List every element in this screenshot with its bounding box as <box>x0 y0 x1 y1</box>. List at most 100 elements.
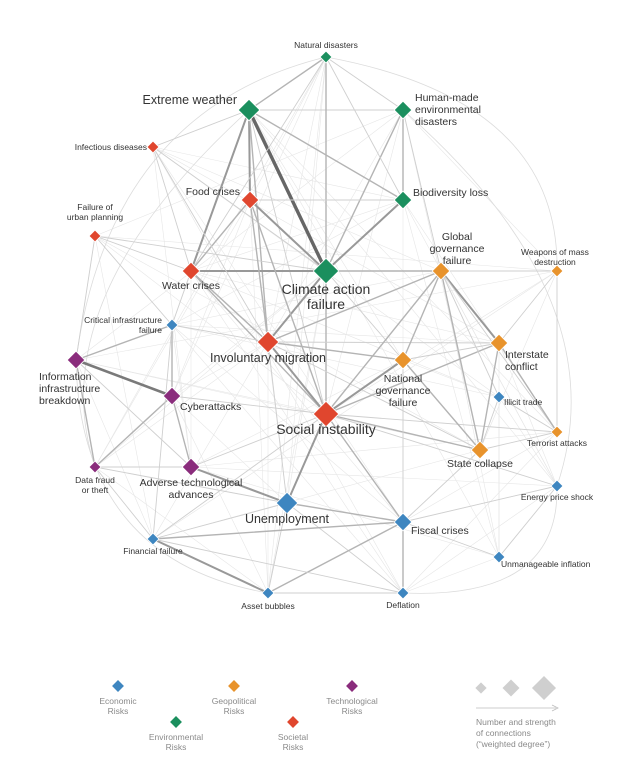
node-wmd-icon[interactable] <box>550 264 564 278</box>
legend-geopolitical-icon <box>228 680 240 692</box>
link-natural_disasters-human_made <box>325 56 404 111</box>
background-link <box>152 146 404 594</box>
link-social_instability-interstate <box>325 342 500 415</box>
node-national_gov-icon[interactable] <box>393 350 413 370</box>
background-link <box>267 56 327 343</box>
node-human_made-icon[interactable] <box>393 100 413 120</box>
node-energy_price-icon[interactable] <box>550 479 564 493</box>
node-interstate-icon[interactable] <box>489 333 509 353</box>
node-data_fraud-icon[interactable] <box>88 460 102 474</box>
background-link <box>75 359 481 451</box>
link-illicit_trade-terrorist <box>498 396 558 433</box>
background-link <box>249 56 327 201</box>
background-link <box>402 556 500 594</box>
node-asset_bubbles-icon[interactable] <box>261 586 275 600</box>
label-deflation: Deflation <box>386 600 420 610</box>
node-critical_infra-icon[interactable] <box>165 318 179 332</box>
node-deflation-icon[interactable] <box>396 586 410 600</box>
label-infectious: Infectious diseases <box>75 142 147 152</box>
link-climate-human_made <box>325 109 404 272</box>
node-terrorist-icon[interactable] <box>550 425 564 439</box>
link-data_fraud-financial_failure <box>94 466 154 540</box>
background-arc <box>75 359 269 594</box>
node-unemployment-icon[interactable] <box>275 491 299 515</box>
background-link <box>171 324 500 398</box>
label-social_instability: Social instability <box>276 421 376 437</box>
link-climate-infectious <box>152 146 327 272</box>
link-info_infra-data_fraud <box>75 359 96 468</box>
risk-nodes <box>66 50 564 600</box>
background-link <box>152 270 558 540</box>
node-infectious-icon[interactable] <box>146 140 160 154</box>
link-social_instability-adverse_tech <box>190 413 327 468</box>
link-water_crises-migration <box>190 270 269 343</box>
label-water_crises: Water crises <box>162 280 220 292</box>
link-critical_infra-urban_planning <box>94 235 173 326</box>
label-unemployment: Unemployment <box>245 512 330 526</box>
background-link <box>171 341 269 397</box>
link-migration-global_gov <box>267 270 442 343</box>
node-social_instability-icon[interactable] <box>312 400 340 428</box>
node-global_gov-icon[interactable] <box>431 261 451 281</box>
node-water_crises-icon[interactable] <box>181 261 201 281</box>
node-state_collapse-icon[interactable] <box>470 440 490 460</box>
background-link <box>190 270 500 344</box>
background-arc <box>325 56 558 272</box>
background-arc <box>83 109 250 468</box>
link-social_instability-national_gov <box>325 359 404 415</box>
label-fiscal_crises: Fiscal crises <box>411 525 469 537</box>
link-social_instability-cyberattacks <box>171 395 327 415</box>
link-global_gov-national_gov <box>402 270 442 361</box>
node-adverse_tech-icon[interactable] <box>181 457 201 477</box>
link-state_collapse-fiscal_crises <box>402 449 481 523</box>
link-info_infra-critical_infra <box>75 324 173 361</box>
label-energy_price: Energy price shock <box>521 492 594 502</box>
link-climate-national_gov <box>325 270 404 361</box>
background-arc <box>402 109 572 487</box>
link-migration-national_gov <box>267 341 404 361</box>
node-migration-icon[interactable] <box>256 330 280 354</box>
node-natural_disasters-icon[interactable] <box>319 50 333 64</box>
label-biodiversity: Biodiversity loss <box>413 187 488 199</box>
background-link <box>171 56 327 397</box>
node-info_infra-icon[interactable] <box>66 350 86 370</box>
node-food_crises-icon[interactable] <box>240 190 260 210</box>
link-extreme_weather-food_crises <box>248 109 251 201</box>
label-illicit_trade: Illicit trade <box>504 397 543 407</box>
node-unmanageable_inflation-icon[interactable] <box>492 550 506 564</box>
link-infectious-migration <box>152 146 269 343</box>
background-link <box>171 395 288 504</box>
node-cyberattacks-icon[interactable] <box>162 386 182 406</box>
node-fiscal_crises-icon[interactable] <box>393 512 413 532</box>
node-climate-icon[interactable] <box>312 257 340 285</box>
node-extreme_weather-icon[interactable] <box>237 98 261 122</box>
link-extreme_weather-climate <box>247 108 328 273</box>
node-biodiversity-icon[interactable] <box>393 190 413 210</box>
link-financial_failure-asset_bubbles <box>152 538 269 594</box>
node-financial_failure-icon[interactable] <box>146 532 160 546</box>
node-illicit_trade-icon[interactable] <box>492 390 506 404</box>
link-extreme_weather-social_instability <box>248 109 327 415</box>
background-link <box>325 109 404 415</box>
link-food_crises-migration <box>249 199 269 343</box>
background-link <box>402 431 558 594</box>
background-link <box>479 270 558 451</box>
legend-environmental-icon <box>170 716 182 728</box>
link-migration-social_instability <box>267 341 327 415</box>
label-migration: Involuntary migration <box>210 351 326 365</box>
link-water_crises-critical_infra <box>171 270 192 326</box>
background-link <box>402 359 500 398</box>
label-state_collapse: State collapse <box>447 458 513 470</box>
background-link <box>190 359 404 468</box>
background-link <box>402 485 558 594</box>
node-urban_planning-icon[interactable] <box>88 229 102 243</box>
label-financial_failure: Financial failure <box>123 546 183 556</box>
link-info_infra-cyberattacks <box>74 358 174 398</box>
background-link <box>171 270 327 397</box>
